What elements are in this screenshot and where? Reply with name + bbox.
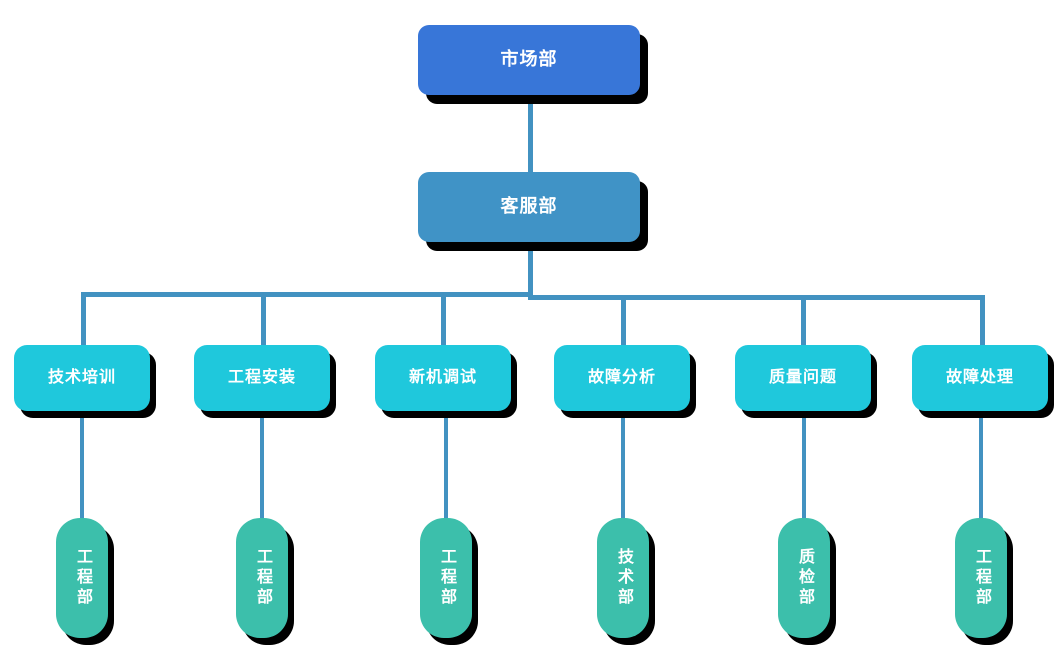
connector-drop-5 [801,295,806,348]
node-level-three-3-label: 新机调试 [408,368,477,386]
node-level-four-1[interactable]: 工程部 [56,518,108,638]
node-level-four-2[interactable]: 工程部 [236,518,288,638]
node-level-three-4[interactable]: 故障分析 [554,345,690,411]
node-level-three-6-label: 故障处理 [945,368,1014,386]
node-level-four-6-label: 工程部 [973,548,990,608]
node-level-three-6[interactable]: 故障处理 [912,345,1048,411]
node-level-four-4-label: 技术部 [615,548,632,608]
node-root[interactable]: 市场部 [418,25,640,95]
node-level-two-label: 客服部 [500,196,558,217]
connector-leaf-3 [444,410,448,528]
connector-bus-left [81,292,530,297]
connector-drop-4 [621,295,626,348]
node-level-three-5[interactable]: 质量问题 [735,345,871,411]
node-level-three-1[interactable]: 技术培训 [14,345,150,411]
connector-bus-right [528,295,985,300]
connector-level-two-stem [528,242,533,297]
node-level-four-6[interactable]: 工程部 [955,518,1007,638]
node-level-three-2-label: 工程安装 [227,368,296,386]
node-level-three-3[interactable]: 新机调试 [375,345,511,411]
node-root-label: 市场部 [500,49,558,70]
node-level-four-3[interactable]: 工程部 [420,518,472,638]
connector-leaf-5 [802,410,806,528]
connector-drop-2 [261,292,266,348]
node-level-four-5[interactable]: 质检部 [778,518,830,638]
connector-drop-1 [81,292,86,348]
node-level-four-4[interactable]: 技术部 [597,518,649,638]
node-level-four-1-label: 工程部 [74,548,91,608]
node-level-three-1-label: 技术培训 [47,368,116,386]
node-level-four-5-label: 质检部 [796,548,813,608]
node-level-three-2[interactable]: 工程安装 [194,345,330,411]
connector-leaf-6 [979,410,983,528]
connector-drop-3 [441,292,446,348]
node-level-four-3-label: 工程部 [438,548,455,608]
connector-leaf-4 [621,410,625,528]
connector-leaf-2 [260,410,264,528]
node-level-two[interactable]: 客服部 [418,172,640,242]
connector-drop-6 [980,295,985,348]
node-level-three-4-label: 故障分析 [587,368,656,386]
node-level-four-2-label: 工程部 [254,548,271,608]
node-level-three-5-label: 质量问题 [768,368,837,386]
connector-leaf-1 [80,410,84,528]
connector-root-to-level-two [528,95,533,173]
